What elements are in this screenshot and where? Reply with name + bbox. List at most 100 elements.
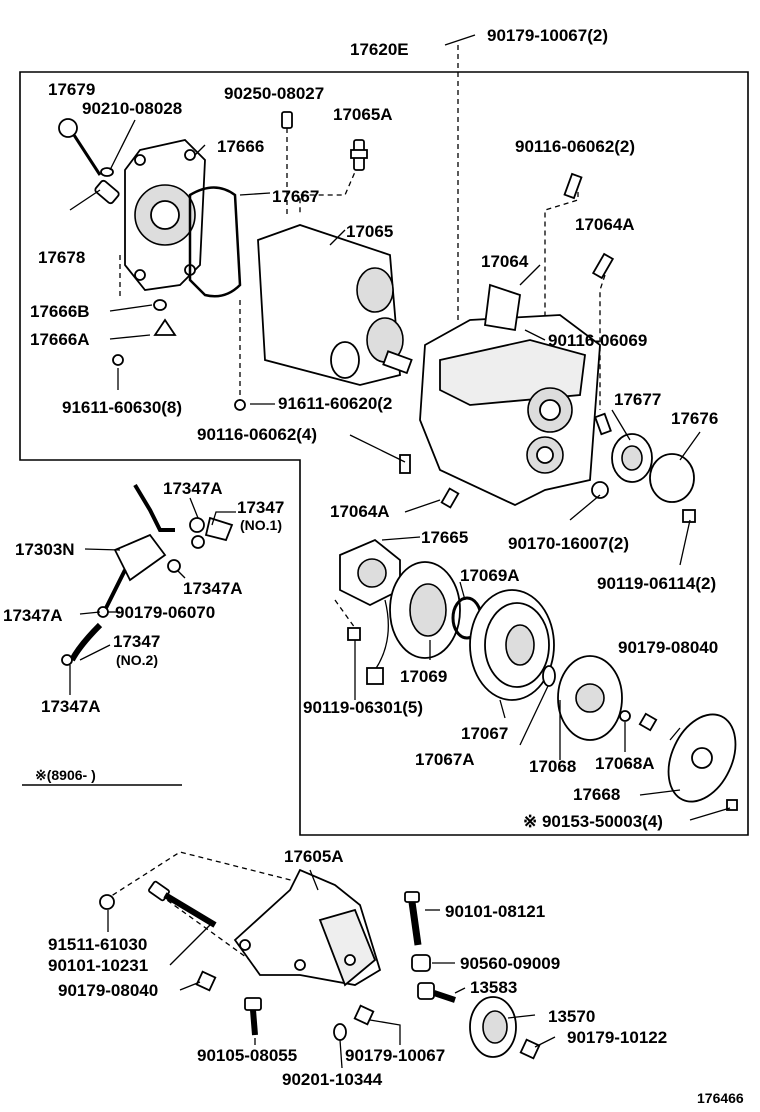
compressor-frame bbox=[19, 71, 749, 836]
service-valve-17679 bbox=[58, 118, 102, 176]
bolt-17065A bbox=[350, 139, 368, 171]
label-17676: 17676 bbox=[671, 409, 718, 428]
label-17064A-mid: 17064A bbox=[330, 502, 390, 521]
bolt-90101-08121 bbox=[404, 891, 422, 946]
label-90179-10122: 90179-10122 bbox=[567, 1028, 667, 1047]
label-90179-10067: 90179-10067 bbox=[345, 1046, 445, 1065]
label-17065: 17065 bbox=[346, 222, 393, 241]
rear-cover-17666 bbox=[124, 139, 206, 291]
label-17677: 17677 bbox=[614, 390, 661, 409]
label-17347-no1: (NO.1) bbox=[240, 517, 282, 533]
label-13570: 13570 bbox=[548, 1007, 595, 1026]
label-17303N: 17303N bbox=[15, 540, 75, 559]
leader-lines bbox=[69, 34, 731, 1069]
label-90153-50003-4: ※ 90153-50003(4) bbox=[523, 812, 663, 831]
idler-pulley-13570 bbox=[469, 996, 517, 1058]
label-17067A: 17067A bbox=[415, 750, 475, 769]
label-17666: 17666 bbox=[217, 137, 264, 156]
bolt-13583 bbox=[417, 982, 456, 1003]
label-17069: 17069 bbox=[400, 667, 447, 686]
label-90179-08040-top: 90179-08040 bbox=[618, 638, 718, 657]
label-17667: 17667 bbox=[272, 187, 319, 206]
label-8906-note: ※(8906- ) bbox=[35, 767, 96, 783]
nut-90179-10122 bbox=[519, 1038, 541, 1060]
label-176466: 176466 bbox=[697, 1090, 744, 1106]
hub-17068 bbox=[557, 655, 623, 741]
label-90105-08055: 90105-08055 bbox=[197, 1046, 297, 1065]
label-17068: 17068 bbox=[529, 757, 576, 776]
label-90201-10344: 90201-10344 bbox=[282, 1070, 383, 1089]
bracket-17605A bbox=[233, 868, 382, 987]
label-17679: 17679 bbox=[48, 80, 95, 99]
cover-17676 bbox=[649, 453, 695, 503]
washer-91511-61030 bbox=[99, 894, 115, 910]
bolt-90119-06301 bbox=[347, 627, 361, 641]
label-17064A-top: 17064A bbox=[575, 215, 635, 234]
label-90250-08027: 90250-08027 bbox=[224, 84, 324, 103]
label-90101-10231: 90101-10231 bbox=[48, 956, 148, 975]
hose-assembly-17303N bbox=[61, 483, 234, 666]
label-17064: 17064 bbox=[481, 252, 529, 271]
stator-17069 bbox=[389, 561, 461, 659]
part-labels: 17620E 90179-10067(2) 17679 90210-08028 … bbox=[3, 26, 744, 1106]
label-17347A-2: 17347A bbox=[183, 579, 243, 598]
label-91611-60620-2: 91611-60620(2 bbox=[278, 394, 392, 413]
label-90116-06062-4: 90116-06062(4) bbox=[197, 425, 317, 444]
screw-90153-50003 bbox=[726, 799, 738, 811]
label-17605A: 17605A bbox=[284, 847, 344, 866]
small-parts-left bbox=[112, 299, 246, 411]
label-91511-61030: 91511-61030 bbox=[48, 935, 147, 954]
label-90119-06114-2: 90119-06114(2) bbox=[597, 574, 716, 593]
label-17347A-4: 17347A bbox=[41, 697, 101, 716]
label-90179-10067-2: 90179-10067(2) bbox=[487, 26, 608, 45]
gasket-17667 bbox=[188, 186, 242, 298]
bolt-90119-06114 bbox=[682, 509, 696, 523]
dashed-guides bbox=[104, 45, 606, 961]
nut-90170-16007 bbox=[591, 481, 609, 499]
nut-90179-10067 bbox=[353, 1004, 375, 1026]
label-90210-08028: 90210-08028 bbox=[82, 99, 182, 118]
bracket-17677 bbox=[611, 433, 653, 483]
label-90179-08040-bottom: 90179-08040 bbox=[58, 981, 158, 1000]
label-17665: 17665 bbox=[421, 528, 468, 547]
label-90116-06062-2: 90116-06062(2) bbox=[515, 137, 635, 156]
label-90116-06069: 90116-06069 bbox=[548, 331, 647, 350]
label-17347-mid: 17347 bbox=[113, 632, 160, 651]
label-17069A: 17069A bbox=[460, 566, 520, 585]
label-91611-60630-8: 91611-60630(8) bbox=[62, 398, 182, 417]
nut-90179-08040-bottom bbox=[195, 970, 217, 992]
label-17067: 17067 bbox=[461, 724, 508, 743]
label-17666A: 17666A bbox=[30, 330, 90, 349]
label-17347A-1: 17347A bbox=[163, 479, 223, 498]
pulley-17067 bbox=[469, 589, 555, 701]
label-17678: 17678 bbox=[38, 248, 85, 267]
compressor-housing-17064 bbox=[419, 283, 601, 506]
label-17065A: 17065A bbox=[333, 105, 393, 124]
label-90101-08121: 90101-08121 bbox=[445, 902, 545, 921]
shim-17068A bbox=[619, 710, 631, 722]
label-17347-no2: (NO.2) bbox=[116, 652, 158, 668]
label-17668: 17668 bbox=[573, 785, 620, 804]
label-90170-16007-2: 90170-16007(2) bbox=[508, 534, 629, 553]
label-17666B: 17666B bbox=[30, 302, 90, 321]
shaft-17065 bbox=[257, 224, 413, 386]
label-90560-09009: 90560-09009 bbox=[460, 954, 560, 973]
label-13583: 13583 bbox=[470, 978, 517, 997]
nut-90179-08040 bbox=[638, 712, 658, 732]
label-90119-06301-5: 90119-06301(5) bbox=[303, 698, 423, 717]
label-17347A-3: 17347A bbox=[3, 606, 63, 625]
label-17620E: 17620E bbox=[350, 40, 409, 59]
label-17347-top: 17347 bbox=[237, 498, 284, 517]
shim-17067A bbox=[542, 665, 556, 687]
bolts-housing bbox=[399, 172, 615, 509]
collar-90560-09009 bbox=[411, 954, 431, 972]
pin-90250-08027 bbox=[281, 111, 293, 129]
bolt-90101-10231 bbox=[148, 880, 217, 928]
label-17068A: 17068A bbox=[595, 754, 655, 773]
o-ring-90210-08028 bbox=[100, 167, 114, 177]
label-90179-06070: 90179-06070 bbox=[115, 603, 215, 622]
washer-90201-10344 bbox=[333, 1023, 347, 1041]
cover-17668 bbox=[667, 713, 737, 803]
bolt-90105-08055 bbox=[244, 997, 262, 1036]
